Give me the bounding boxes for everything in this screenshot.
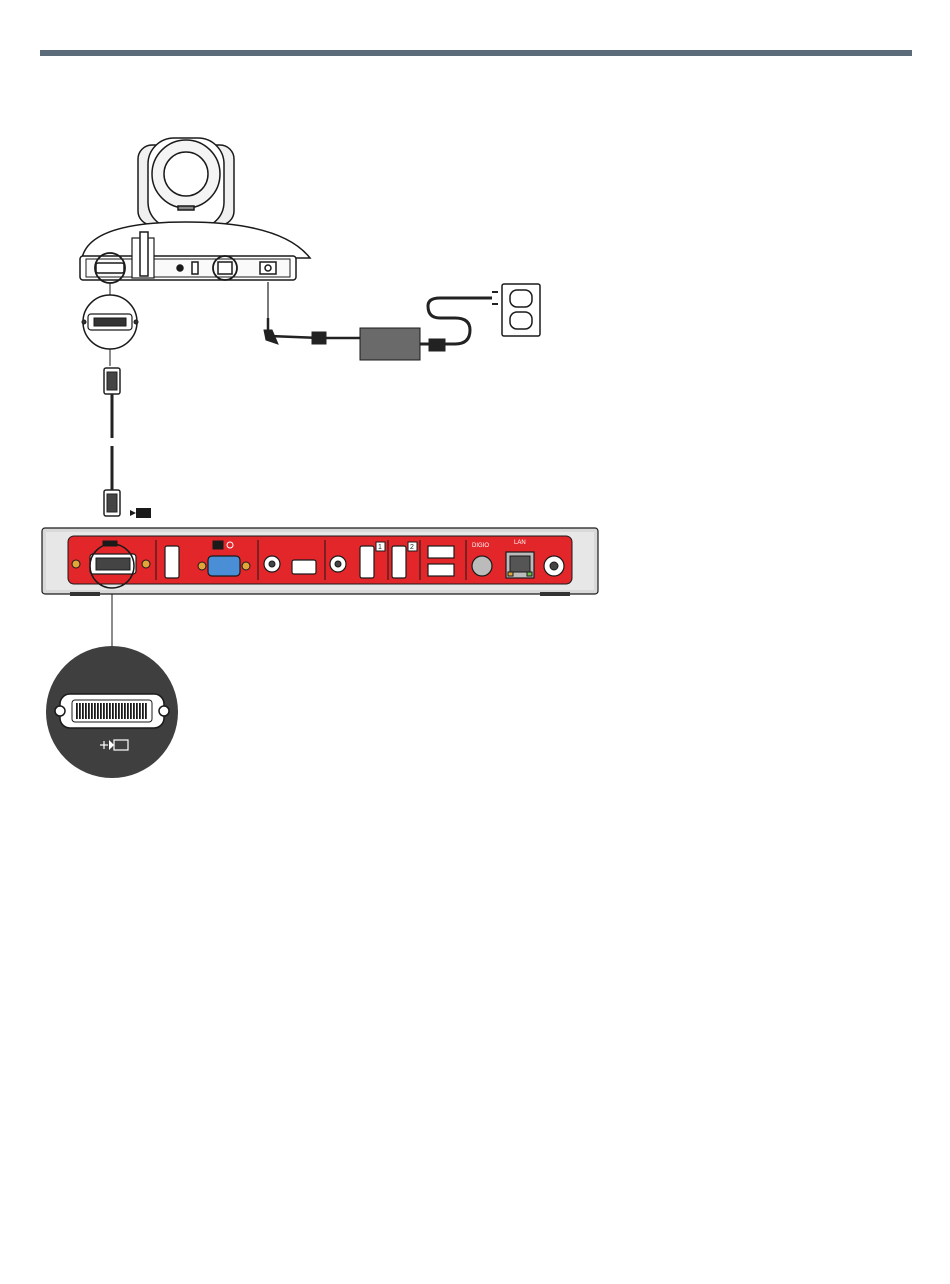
mini-display-port	[292, 560, 316, 574]
hdmi-1-number: 1	[378, 544, 382, 551]
dvi-cable	[104, 368, 120, 516]
dvi-input-callout	[46, 646, 178, 778]
dvi-pin	[100, 703, 102, 719]
hdmi-in-1	[360, 546, 374, 578]
dvi-pin	[115, 703, 117, 719]
hdmi-2-number: 2	[410, 544, 414, 551]
dvi-pin	[139, 703, 141, 719]
dvi-pin	[91, 703, 93, 719]
hdmi-out	[165, 546, 179, 578]
wall-outlet	[502, 284, 540, 336]
camera-icon	[130, 508, 151, 518]
dvi-pin	[79, 703, 81, 719]
dvi-pin	[130, 703, 132, 719]
camera-dvi-callout	[82, 283, 138, 366]
ptz-camera	[80, 138, 310, 283]
header-rule	[40, 50, 912, 56]
power-brick	[360, 328, 420, 360]
ac-cord	[420, 292, 498, 350]
dvi-pin	[127, 703, 129, 719]
dvi-pin	[82, 703, 84, 719]
digio-port	[472, 556, 492, 576]
hdmi-in-2	[392, 546, 406, 578]
dvi-pin	[112, 703, 114, 719]
dvi-pin	[85, 703, 87, 719]
dvi-pin	[109, 703, 111, 719]
dvi-pin	[124, 703, 126, 719]
dvi-pin	[121, 703, 123, 719]
dvi-pin	[145, 703, 147, 719]
dvi-pin	[142, 703, 144, 719]
lan-label: LAN	[514, 540, 526, 546]
digio-label: DIGIO	[472, 543, 489, 549]
dvi-pin	[88, 703, 90, 719]
dvi-pin	[97, 703, 99, 719]
power-cable	[264, 282, 360, 344]
dvi-pin	[76, 703, 78, 719]
dvi-pin	[103, 703, 105, 719]
dvi-pin	[136, 703, 138, 719]
dvi-pin	[118, 703, 120, 719]
dvi-pin	[106, 703, 108, 719]
dvi-pin	[133, 703, 135, 719]
dvi-pin	[94, 703, 96, 719]
